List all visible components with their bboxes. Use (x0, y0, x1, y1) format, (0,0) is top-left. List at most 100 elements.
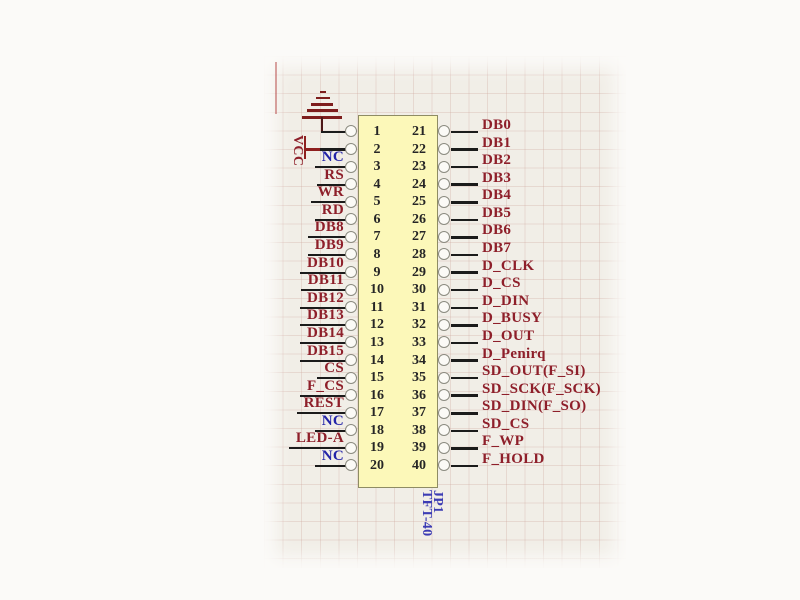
pin-31-wire (451, 306, 478, 310)
pin-29-wire (451, 271, 478, 274)
pin-38-wire (451, 429, 478, 433)
pin-3-label: NC (314, 150, 347, 169)
pin-36-label: SD_SCK(F_SCK) (482, 380, 601, 397)
pin-7-number: 7 (373, 229, 381, 245)
pin-40-wire (451, 464, 478, 468)
pin-10-circle (344, 283, 357, 296)
pin-21-number: 21 (412, 124, 426, 139)
power-stem (320, 117, 324, 133)
pin-9-number: 9 (373, 264, 381, 280)
pin-26-circle (437, 213, 450, 226)
pin-6-number: 6 (373, 211, 381, 227)
pin-23-label: DB2 (482, 152, 512, 169)
pin-27-wire (451, 236, 478, 239)
pin-7-label: DB8 (307, 220, 347, 239)
pin-24-wire (451, 183, 478, 186)
pin-21-circle (437, 125, 450, 138)
pin-30-wire (451, 288, 478, 292)
pin-20-label: NC (314, 449, 347, 467)
pin-12-label: DB13 (299, 308, 347, 327)
pin-11-number: 11 (370, 299, 384, 315)
pin-8-label: DB9 (307, 238, 347, 257)
pin-6-circle (344, 213, 357, 226)
pin-22-number: 22 (412, 141, 426, 157)
pin-27-number: 27 (412, 229, 426, 245)
pin-3-circle (344, 160, 357, 173)
pin-19-number: 19 (370, 440, 384, 456)
pin-37-number: 37 (412, 405, 426, 421)
pin-34-circle (437, 353, 450, 366)
pin-12-circle (344, 318, 357, 331)
pin-16-number: 16 (370, 387, 384, 403)
pin-34-label: D_Penirq (482, 345, 546, 362)
pin-8-circle (344, 248, 357, 261)
pin-40-number: 40 (412, 458, 426, 473)
pin-24-number: 24 (412, 176, 426, 192)
pin-31-number: 31 (412, 299, 426, 315)
pin-17-circle (344, 406, 357, 419)
pin-30-circle (437, 283, 450, 296)
pin-32-wire (451, 324, 478, 327)
pin-27-circle (437, 230, 450, 243)
pin-11-circle (344, 301, 357, 314)
pin-1-circle (344, 125, 357, 138)
pin-37-wire (451, 412, 478, 415)
pin-28-number: 28 (412, 247, 426, 263)
pin-31-label: D_DIN (482, 292, 530, 309)
vcc-port-stem (305, 148, 321, 151)
pin-26-number: 26 (412, 211, 426, 227)
pin-38-label: SD_CS (482, 415, 530, 432)
pin-19-label: LED-A (288, 431, 347, 450)
pin-33-circle (437, 336, 450, 349)
pin-2-wire (320, 148, 346, 151)
pin-39-circle (437, 441, 450, 454)
pin-34-number: 34 (412, 352, 426, 368)
pin-25-wire (451, 201, 478, 204)
power-bar-dash (319, 91, 326, 94)
pin-29-circle (437, 266, 450, 279)
pin-15-label: CS (317, 361, 347, 380)
pin-32-label: D_BUSY (482, 310, 543, 327)
pin-16-circle (344, 389, 357, 402)
pin-29-label: D_CLK (482, 257, 535, 274)
pin-2-number: 2 (373, 141, 381, 157)
pin-26-label: DB5 (482, 204, 512, 221)
pin-26-wire (451, 218, 478, 222)
pin-36-circle (437, 389, 450, 402)
pin-18-label: NC (314, 413, 347, 432)
pin-34-wire (451, 359, 478, 362)
pin-33-wire (451, 341, 478, 345)
pin-9-label: DB10 (299, 255, 347, 274)
pin-24-label: DB3 (482, 169, 512, 186)
pin-35-label: SD_OUT(F_SI) (482, 363, 586, 380)
pin-27-label: DB6 (482, 222, 512, 239)
pin-39-wire (451, 447, 478, 450)
pin-2-circle (344, 142, 357, 155)
sheet-border-line (275, 62, 277, 114)
pin-35-circle (437, 371, 450, 384)
pin-6-label: RD (314, 202, 347, 221)
pin-40-label: F_HOLD (482, 451, 545, 467)
pin-15-circle (344, 371, 357, 384)
pin-38-number: 38 (412, 422, 426, 438)
pin-3-number: 3 (373, 159, 381, 175)
pin-13-label: DB14 (299, 325, 347, 344)
pin-10-label: DB11 (300, 273, 347, 292)
pin-13-number: 13 (370, 334, 384, 350)
pin-23-circle (437, 160, 450, 173)
pin-17-number: 17 (370, 405, 384, 421)
pin-28-circle (437, 248, 450, 261)
pin-38-circle (437, 424, 450, 437)
pin-5-circle (344, 195, 357, 208)
pin-5-number: 5 (373, 194, 381, 210)
pin-29-number: 29 (412, 264, 426, 280)
pin-25-number: 25 (412, 194, 426, 210)
pin-35-number: 35 (412, 370, 426, 386)
pin-30-number: 30 (412, 282, 426, 298)
pin-39-number: 39 (412, 440, 426, 456)
pin-20-circle (344, 459, 357, 472)
pin-22-wire (451, 148, 478, 151)
pin-39-label: F_WP (482, 433, 525, 450)
pin-11-label: DB12 (299, 290, 347, 309)
pin-23-number: 23 (412, 159, 426, 175)
